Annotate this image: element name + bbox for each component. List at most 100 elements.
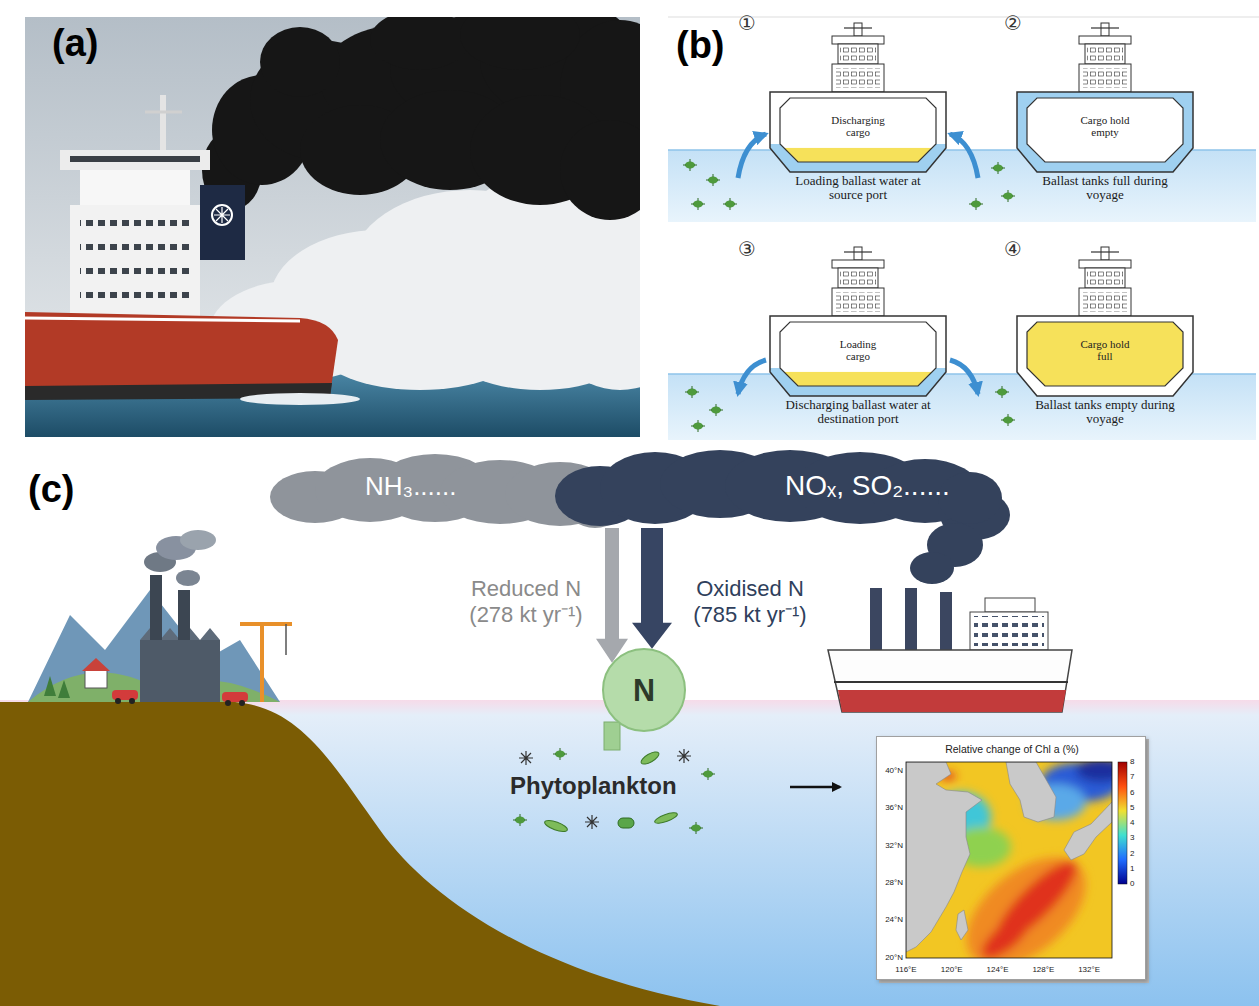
town <box>28 530 292 706</box>
ship-superstructure <box>80 170 190 210</box>
ballast-cycle <box>1079 247 1131 316</box>
map-land <box>906 762 982 952</box>
flow-arrow <box>738 134 766 178</box>
sea-and-land <box>0 700 1259 1006</box>
ship-hull <box>25 318 300 321</box>
ship-superstructure <box>70 205 200 320</box>
ship-superstructure <box>60 150 210 170</box>
longitude-tick: 124°E <box>982 965 1014 974</box>
town <box>129 698 135 704</box>
black-smoke <box>560 120 640 220</box>
white-steam <box>440 290 640 390</box>
cargo-hold <box>1027 98 1183 162</box>
town <box>44 676 56 696</box>
colorbar-tick: 8 <box>1130 757 1134 766</box>
black-smoke <box>202 17 640 220</box>
ballast-cycle <box>832 23 884 92</box>
cargo-ship <box>940 592 952 650</box>
cargo-ship <box>828 650 1072 712</box>
town <box>178 590 190 640</box>
flux-arrow <box>596 528 628 663</box>
step-number: ④ <box>1004 238 1022 261</box>
phytoplankton-cells <box>701 768 715 780</box>
n-pipe <box>604 722 620 750</box>
colorbar-tick: 5 <box>1130 803 1134 812</box>
ballast-cycle <box>668 17 1259 440</box>
colorbar-tick: 0 <box>1130 879 1134 888</box>
ship-hull: Cargo hold emptyBallast tanks full durin… <box>1017 92 1193 172</box>
sea-and-land <box>0 702 720 1006</box>
town <box>150 575 162 640</box>
town <box>180 530 216 550</box>
phytoplankton-cells <box>519 751 533 765</box>
town <box>260 622 264 702</box>
longitude-tick: 128°E <box>1027 965 1059 974</box>
chl-map <box>1076 762 1112 782</box>
town <box>140 640 220 702</box>
cargo-fill <box>1017 322 1193 396</box>
ship-superstructure <box>80 210 190 310</box>
phytoplankton-cells <box>553 748 567 760</box>
town <box>285 624 287 655</box>
flow-arrow <box>950 360 978 394</box>
organism <box>691 198 705 210</box>
phytoplankton-cells <box>543 818 568 834</box>
panel-letter: (b) <box>676 24 725 68</box>
ship-hull <box>1017 92 1193 172</box>
hold-label: Discharging cargo <box>827 114 889 138</box>
map-land <box>906 762 1112 952</box>
pointer-arrow <box>790 786 840 789</box>
map-title: Relative change of Chl a (%) <box>877 742 1147 756</box>
town <box>58 680 70 698</box>
step-caption: Loading ballast water at source port <box>778 174 938 202</box>
latitude-tick: 32°N <box>876 841 903 850</box>
map-panel: Relative change of Chl a (%) <box>876 736 1146 980</box>
colorbar-tick: 1 <box>1130 864 1134 873</box>
ship-hull <box>1017 92 1193 172</box>
latitude-tick: 24°N <box>876 915 903 924</box>
ship-superstructure <box>160 95 166 153</box>
phytoplankton-cells <box>618 818 634 828</box>
chl-map <box>876 736 1149 988</box>
step-caption: Ballast tanks full during voyage <box>1025 174 1185 202</box>
ship-superstructure <box>200 185 245 260</box>
flux-arrow <box>632 528 672 649</box>
ballast-cycle <box>668 17 1259 18</box>
cargo-ship <box>838 690 1066 712</box>
town <box>225 700 231 706</box>
emission-label: NH₃...... <box>365 472 456 502</box>
colorbar-tick: 4 <box>1130 818 1134 827</box>
latitude-tick: 40°N <box>876 766 903 775</box>
longitude-tick: 132°E <box>1073 965 1105 974</box>
chl-map <box>906 762 1112 958</box>
ship-photo <box>25 17 640 437</box>
phytoplankton-label: Phytoplankton <box>510 772 677 800</box>
town <box>85 670 107 688</box>
phytoplankton-cells <box>585 815 599 829</box>
organism <box>1001 190 1015 202</box>
ship-hull <box>1017 316 1193 396</box>
town <box>239 700 245 706</box>
step-number: ③ <box>738 238 756 261</box>
ballast-water <box>770 144 946 172</box>
phytoplankton-cells <box>639 750 660 767</box>
latitude-tick: 36°N <box>876 803 903 812</box>
organism <box>709 404 723 416</box>
cargo-ship <box>985 598 1035 612</box>
ship-hull <box>240 393 360 405</box>
organism <box>685 386 699 398</box>
flux-label: Oxidised N (785 kt yr⁻¹) <box>680 576 820 628</box>
nitrogen-circle: N <box>602 648 686 732</box>
flow-arrow <box>738 360 766 394</box>
organism <box>683 159 1015 432</box>
black-smoke <box>460 17 580 70</box>
cargo-ship <box>974 616 1044 646</box>
colorbar-tick: 7 <box>1130 772 1134 781</box>
map-land <box>956 910 968 940</box>
latitude-tick: 20°N <box>876 953 903 962</box>
cargo-ship <box>870 588 882 650</box>
panel-letter: (c) <box>28 468 74 512</box>
ship-hull: Discharging cargoLoading ballast water a… <box>770 92 946 172</box>
organism <box>706 174 720 186</box>
